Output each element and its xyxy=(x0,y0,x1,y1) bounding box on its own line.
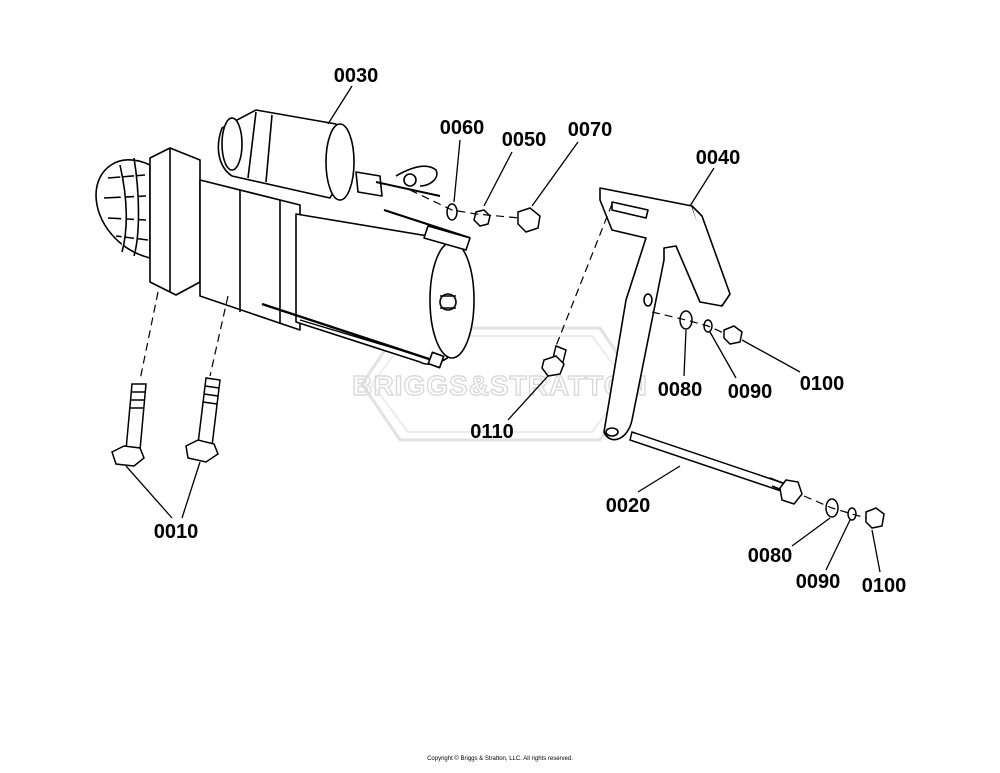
copyright-notice: Copyright © Briggs & Stratton, LLC. All … xyxy=(427,756,573,762)
callout-0110: 0110 xyxy=(470,421,513,443)
callout-0080-lower: 0080 xyxy=(748,545,793,567)
callout-0090-lower: 0090 xyxy=(796,571,841,593)
bolt-0110 xyxy=(541,344,567,377)
callout-0090-upper: 0090 xyxy=(728,381,773,403)
washer-nut-set-upper xyxy=(679,310,743,345)
callout-0050: 0050 xyxy=(502,129,547,151)
bolt-0010-left xyxy=(111,383,147,467)
callout-0100-upper: 0100 xyxy=(800,373,845,395)
leader-lines xyxy=(125,85,881,573)
callout-0100-lower: 0100 xyxy=(862,575,907,597)
callout-0010: 0010 xyxy=(154,521,199,543)
callout-0070: 0070 xyxy=(568,119,613,141)
terminal-hardware xyxy=(446,203,541,233)
callout-0080-upper: 0080 xyxy=(658,379,703,401)
callout-0030: 0030 xyxy=(334,65,379,87)
bolt-0010-right xyxy=(185,377,221,463)
starter-motor xyxy=(95,109,475,369)
mounting-bracket xyxy=(599,187,731,441)
callout-0020: 0020 xyxy=(606,495,651,517)
brand-watermark: BRIGGS&STRATTON xyxy=(352,326,648,442)
alignment-lines xyxy=(139,189,867,519)
washer-nut-set-lower xyxy=(825,498,885,529)
callout-0060: 0060 xyxy=(440,117,485,139)
watermark-text: BRIGGS&STRATTON xyxy=(352,370,648,401)
callout-labels: 0030 0060 0050 0070 0040 0080 0090 0100 … xyxy=(154,65,907,597)
stud-rod-0020 xyxy=(629,431,803,505)
callout-0040: 0040 xyxy=(696,147,741,169)
